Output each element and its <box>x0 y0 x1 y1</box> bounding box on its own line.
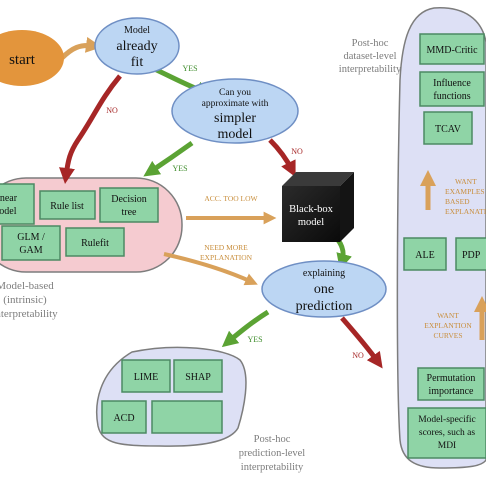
influence-line-1: Influence <box>433 78 471 89</box>
decision-tree-line-1: Decision <box>111 194 147 205</box>
black-box-line-2: model <box>298 217 324 228</box>
prediction-caption-2: prediction-level <box>239 448 306 459</box>
already-fit-line-1: Model <box>124 25 150 36</box>
model-based-caption-2: (intrinsic) <box>3 294 47 306</box>
prediction-box-shap: SHAP <box>173 359 223 393</box>
want-examples-label-2: EXAMPLES <box>445 187 485 196</box>
dataset-box-influence-functions: Influence functions <box>419 71 485 107</box>
model-based-caption: Model-based (intrinsic) interpretability <box>0 280 58 320</box>
want-curves-label-1: WANT <box>437 311 459 320</box>
glm-gam-line-2: GAM <box>19 245 42 256</box>
explaining-node: explaining one prediction <box>261 260 387 318</box>
simpler-line-1: Can you <box>219 88 251 98</box>
explaining-line-2: one <box>314 282 334 297</box>
pdp-label: PDP <box>462 250 481 261</box>
lime-label: LIME <box>134 372 158 383</box>
model-based-box-rulefit: Rulefit <box>65 227 125 257</box>
model-specific-line-3: MDI <box>438 441 456 451</box>
fit-no-arrow <box>59 74 122 184</box>
already-fit-node: Model already fit <box>94 17 180 75</box>
dataset-box-ale: ALE <box>403 237 447 271</box>
prediction-caption-3: interpretability <box>241 462 304 473</box>
simpler-model-node: Can you approximate with simpler model <box>171 78 299 144</box>
simpler-line-2: approximate with <box>202 99 269 109</box>
need-more-label-1: NEED MORE <box>204 243 248 252</box>
dataset-caption-1: Post-hoc <box>352 38 389 49</box>
model-based-box-decision-tree: Decision tree <box>99 187 159 223</box>
model-specific-line-2: scores, such as <box>419 428 475 438</box>
prediction-box-acd: ACD <box>101 400 147 434</box>
need-more-label-2: EXPLANATION <box>200 253 253 262</box>
acc-too-low-label: ACC. TOO LOW <box>204 194 258 203</box>
simpler-yes-arrow <box>143 140 194 177</box>
start-node: start <box>0 30 64 86</box>
model-based-caption-1: Model-based <box>0 280 54 292</box>
want-curves-label-2: EXPLANTION <box>424 321 472 330</box>
simpler-yes-label: YES <box>172 164 187 173</box>
black-box-node: Black-box model <box>282 172 354 242</box>
prediction-caption-1: Post-hoc <box>254 434 291 445</box>
prediction-level-caption: Post-hoc prediction-level interpretabili… <box>239 434 306 473</box>
need-more-explanation-arrow <box>163 252 258 286</box>
model-based-box-glm-gam: GLM / GAM <box>1 225 61 261</box>
permutation-line-1: Permutation <box>427 373 476 384</box>
dataset-box-pdp: PDP <box>455 237 486 271</box>
shap-label: SHAP <box>185 372 211 383</box>
explaining-yes-arrow <box>221 309 270 348</box>
explaining-no-label: NO <box>352 351 364 360</box>
glm-gam-line-1: GLM / <box>17 232 45 243</box>
want-examples-label-1: WANT <box>455 177 477 186</box>
linear-line-1: Linear <box>0 193 18 204</box>
mmd-critic-label: MMD-Critic <box>426 45 478 56</box>
rule-list-label: Rule list <box>50 201 84 212</box>
black-box-line-1: Black-box <box>289 204 333 215</box>
dataset-caption-3: interpretability <box>339 64 402 75</box>
start-to-fit-arrow <box>60 36 102 60</box>
model-based-box-linear: Linear model <box>0 183 35 225</box>
want-examples-label-3: BASED <box>445 197 470 206</box>
model-based-box-rule-list: Rule list <box>39 190 96 220</box>
simpler-no-label: NO <box>291 147 303 156</box>
simpler-line-4: model <box>218 127 253 142</box>
ale-label: ALE <box>415 250 434 261</box>
fit-no-label: NO <box>106 106 118 115</box>
explaining-no-arrow <box>340 316 383 369</box>
prediction-box-lime: LIME <box>121 359 171 393</box>
tcav-label: TCAV <box>435 124 462 135</box>
influence-line-2: functions <box>433 91 470 102</box>
explaining-yes-label: YES <box>247 335 262 344</box>
permutation-line-2: importance <box>429 386 475 397</box>
explaining-line-1: explaining <box>303 268 345 279</box>
fit-yes-label: YES <box>182 64 197 73</box>
dataset-caption-2: dataset-level <box>343 51 396 62</box>
dataset-box-mmd-critic: MMD-Critic <box>419 33 485 65</box>
blackbox-to-explaining-arrow <box>335 238 352 270</box>
linear-line-2: model <box>0 206 17 217</box>
dataset-box-model-specific-scores: Model-specific scores, such as MDI <box>407 407 486 459</box>
rulefit-label: Rulefit <box>81 238 109 249</box>
explaining-line-3: prediction <box>296 299 353 314</box>
dataset-box-permutation-importance: Permutation importance <box>417 367 485 401</box>
already-fit-line-2: already <box>116 39 157 54</box>
simpler-line-3: simpler <box>214 111 256 126</box>
acd-label: ACD <box>113 413 134 424</box>
prediction-box-blank <box>151 400 223 434</box>
want-examples-label-4: EXPLANATION <box>445 207 486 216</box>
want-curves-label-3: CURVES <box>434 331 463 340</box>
start-label: start <box>9 52 36 68</box>
model-based-caption-3: interpretability <box>0 308 58 320</box>
simpler-no-arrow <box>268 138 296 178</box>
dataset-level-caption: Post-hoc dataset-level interpretability <box>339 38 402 75</box>
already-fit-line-3: fit <box>131 55 144 70</box>
model-specific-line-1: Model-specific <box>418 414 476 425</box>
decision-tree-line-2: tree <box>122 207 138 218</box>
dataset-box-tcav: TCAV <box>423 111 473 145</box>
